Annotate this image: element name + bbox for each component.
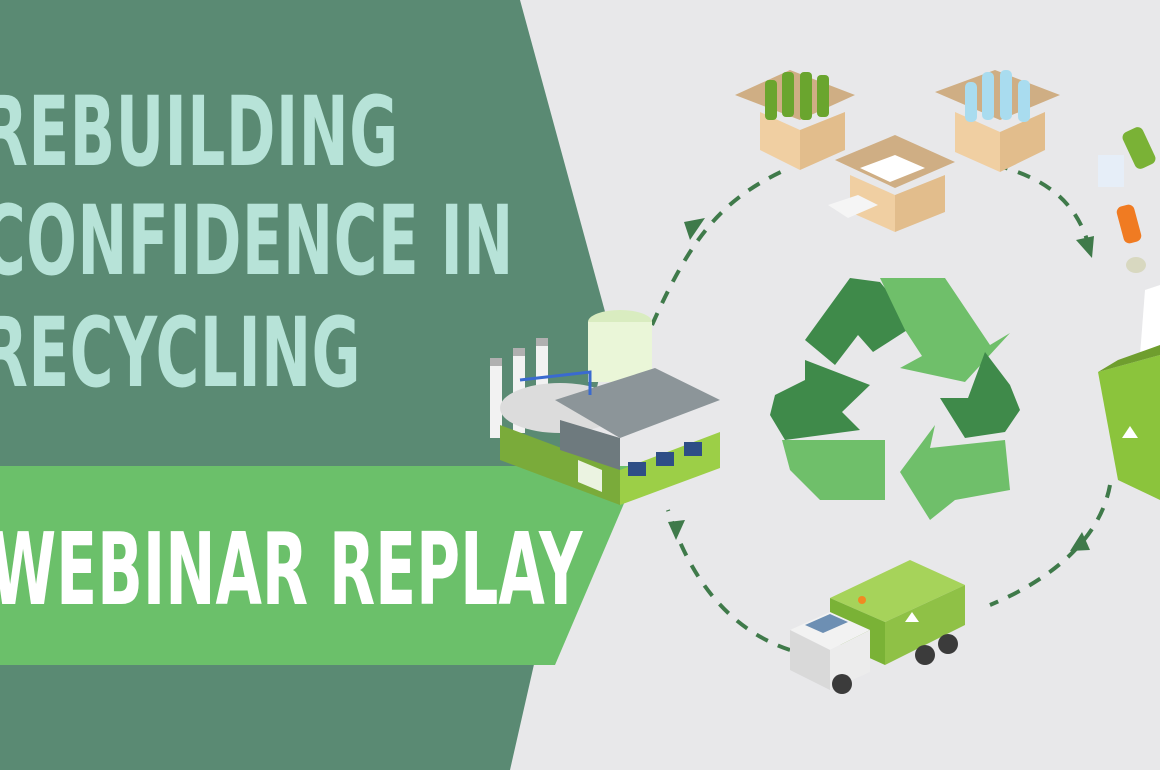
factory-windows	[628, 442, 702, 476]
paper-stack-box-icon	[828, 135, 955, 232]
falling-carton	[1098, 155, 1124, 187]
glass-bottles-box-icon	[735, 70, 855, 170]
plastic-bottles-box-icon	[935, 70, 1060, 172]
truck-wheels	[832, 634, 958, 694]
cycle-arrows	[650, 163, 1112, 652]
webinar-banner	[0, 466, 640, 665]
headline-line-3: RECYCLING	[0, 297, 362, 409]
arrow-heads	[668, 218, 1094, 551]
headline-line-1: REBUILDING	[0, 76, 399, 188]
arrow-factory-to-boxes	[650, 168, 786, 326]
falling-bottle	[1122, 127, 1156, 169]
falling-paper	[1140, 285, 1160, 355]
arrow-boxes-to-bin	[994, 163, 1092, 251]
arrow-bin-to-truck	[989, 484, 1112, 607]
falling-can	[1116, 204, 1142, 244]
webinar-replay-label: WEBINAR REPLAY	[0, 511, 583, 628]
headline-line-2: CONFIDENCE IN	[0, 185, 514, 297]
falling-lid	[1126, 257, 1146, 273]
